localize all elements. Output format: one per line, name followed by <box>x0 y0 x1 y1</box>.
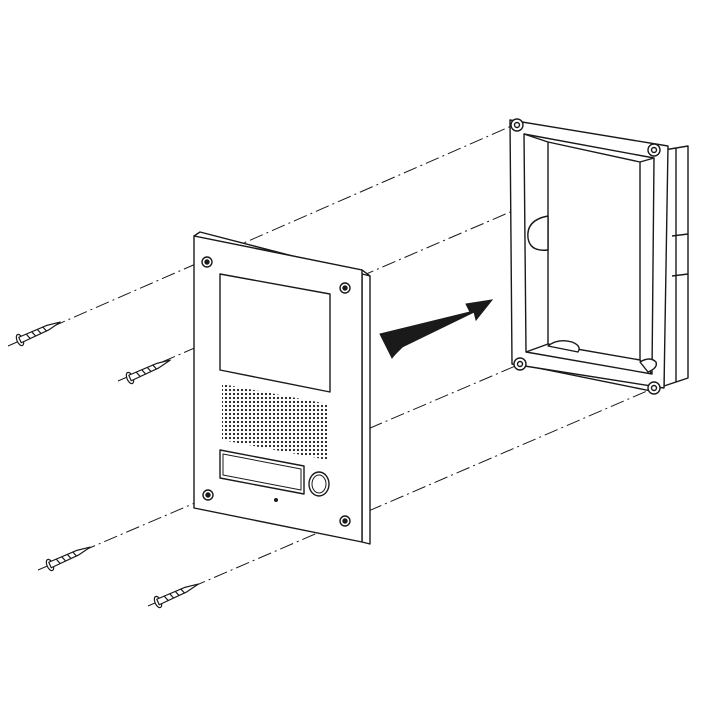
panel-front-face <box>193 235 363 543</box>
door-station-panel <box>193 231 371 545</box>
screw-3 <box>45 546 91 572</box>
back-box-interior <box>547 141 641 361</box>
panel-side-edge <box>361 269 371 545</box>
cable-knockout-bottom-right <box>639 358 658 373</box>
assembly-direction-arrow <box>379 299 494 359</box>
microphone-hole <box>274 498 278 502</box>
cable-knockout-left <box>527 215 549 251</box>
display-screen <box>219 273 331 393</box>
back-box <box>509 118 689 395</box>
screw-1 <box>15 321 61 347</box>
mounting-screws <box>15 321 199 609</box>
cable-knockout-bottom-left <box>547 339 580 353</box>
alignment-line-bottom-right <box>147 387 655 607</box>
alignment-line-bottom-left <box>37 363 521 571</box>
back-box-screw-bosses <box>510 118 661 395</box>
screw-4 <box>153 583 199 609</box>
alignment-line-top-left <box>7 123 517 347</box>
name-tag-label <box>219 449 305 495</box>
speaker-grille <box>222 384 328 460</box>
screw-2 <box>125 359 171 385</box>
panel-screw-holes <box>201 256 351 527</box>
